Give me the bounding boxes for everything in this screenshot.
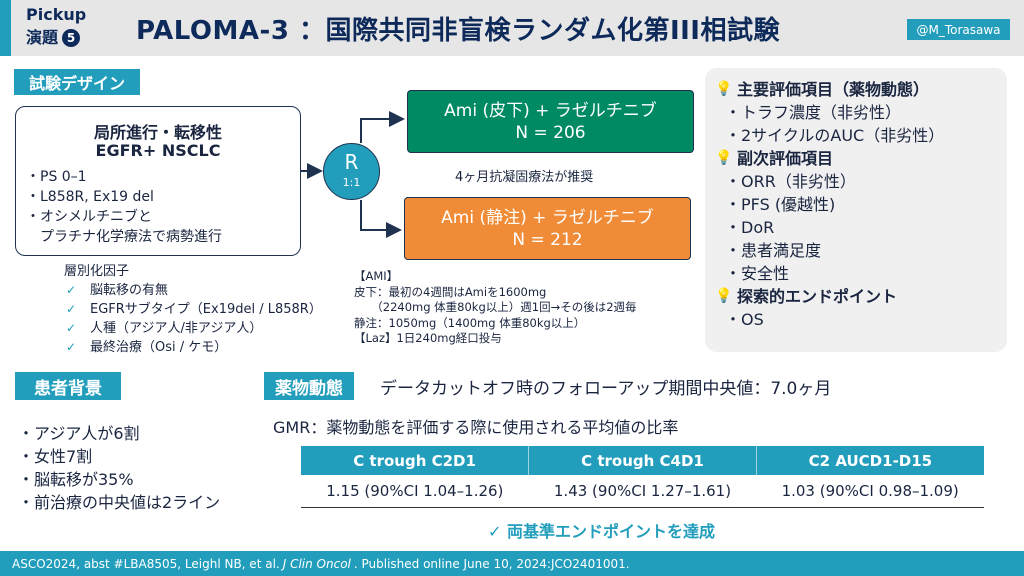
page-title: PALOMA-3 ：国際共同非盲検ランダム化第III相試験 (136, 16, 780, 46)
endpoint-group-exploratory: 💡探索的エンドポイント (715, 285, 944, 308)
stratification-item: ✓ 最終治療（Osi / ケモ） (64, 338, 322, 357)
eligibility-title-line2: EGFR+ NSCLC (95, 141, 221, 160)
citation-details: . Published online June 10, 2024:JCO2401… (353, 556, 630, 571)
pickup-label: Pickup (26, 5, 87, 24)
eligibility-item: プラチナ化学療法で病勢進行 (26, 229, 222, 245)
eligibility-criteria-list: ・PS 0–1 ・L858R, Ex19 del ・オシメルチニブと プラチナ化… (26, 167, 222, 247)
abstract-label-text: 演題 (26, 28, 59, 47)
abstract-number-badge: 5 (62, 29, 81, 47)
check-icon: ✓ (66, 340, 77, 354)
eligibility-item: ・PS 0–1 (26, 169, 87, 185)
stratification-item: ✓ 人種（アジア人/非アジア人） (64, 319, 322, 338)
header-bar: Pickup 演題 5 PALOMA-3 ：国際共同非盲検ランダム化第III相試… (0, 0, 1024, 56)
eligibility-item: ・L858R, Ex19 del (26, 189, 154, 205)
patient-item: ・脳転移が35% (18, 470, 134, 489)
table-header-cell: C trough C4D1 (528, 446, 757, 475)
stratification-item: ✓ EGFRサブタイプ（Ex19del / L858R） (64, 300, 322, 319)
arm-n: N = 212 (512, 229, 583, 250)
dosing-line: 【Laz】1日240mg経口投与 (354, 331, 502, 345)
endpoint-item: ・患者満足度 (725, 241, 822, 260)
randomization-letter: R (344, 150, 359, 174)
endpoint-group-title: 副次評価項目 (737, 149, 834, 168)
pk-results-table: C trough C2D1 C trough C4D1 C2 AUCD1-D15… (301, 446, 984, 508)
lightbulb-icon: 💡 (715, 288, 733, 304)
patient-item: ・女性7割 (18, 447, 93, 466)
lightbulb-icon: 💡 (715, 150, 733, 166)
randomization-ratio: 1:1 (342, 176, 361, 189)
endpoint-item: ・DoR (725, 218, 775, 237)
citation-footer: ASCO2024, abst #LBA8505, Leighl NB, et a… (0, 551, 1024, 576)
stratification-title: 層別化因子 (64, 264, 130, 279)
arm-label: Ami (皮下) + ラゼルチニブ (444, 100, 657, 121)
table-cell: 1.15 (90%CI 1.04–1.26) (301, 475, 529, 508)
header-accent-stripe (0, 0, 11, 56)
stratification-item-label: 脳転移の有無 (90, 283, 169, 298)
lightbulb-icon: 💡 (715, 81, 733, 97)
arm-n: N = 206 (515, 122, 586, 143)
gmr-definition: GMR：薬物動態を評価する際に使用される平均値の比率 (273, 418, 679, 437)
endpoint-item: ・PFS (優越性) (725, 195, 836, 214)
check-icon: ✓ (66, 283, 77, 297)
patient-item: ・前治療の中央値は2ライン (18, 493, 221, 512)
citation-journal: J Clin Oncol (282, 556, 351, 571)
dosing-line: 皮下：最初の4週間はAmiを1600mg (354, 284, 547, 299)
arrow-to-iv-arm (360, 200, 402, 238)
dosing-notes: 【AMI】 皮下：最初の4週間はAmiを1600mg （2240mg 体重80k… (354, 269, 637, 347)
table-header-row: C trough C2D1 C trough C4D1 C2 AUCD1-D15 (301, 446, 984, 475)
arrow-to-sc-arm (360, 111, 405, 143)
followup-note: データカットオフ時のフォローアップ期間中央値：7.0ヶ月 (380, 379, 832, 399)
endpoints-panel: 💡主要評価項目（薬物動態） ・トラフ濃度（非劣性） ・2サイクルのAUC（非劣性… (705, 68, 1007, 352)
dosing-line: 静注：1050mg（1400mg 体重80kg以上） (354, 315, 586, 330)
stratification-item-label: EGFRサブタイプ（Ex19del / L858R） (90, 302, 322, 317)
arm-label: Ami (静注) + ラゼルチニブ (441, 207, 654, 228)
check-icon: ✓ (66, 302, 77, 316)
arm-subcutaneous: Ami (皮下) + ラゼルチニブ N = 206 (407, 90, 694, 153)
randomization-node: R 1:1 (323, 143, 380, 200)
endpoint-item: ・ORR（非劣性） (725, 172, 856, 191)
endpoints-list: 💡主要評価項目（薬物動態） ・トラフ濃度（非劣性） ・2サイクルのAUC（非劣性… (715, 78, 944, 331)
endpoint-item: ・OS (725, 310, 764, 329)
stratification-item-label: 人種（アジア人/非アジア人） (90, 321, 263, 336)
section-label-pharmacokinetics: 薬物動態 (264, 372, 354, 400)
table-header-cell: C2 AUCD1-D15 (756, 446, 984, 475)
section-label-study-design: 試験デザイン (14, 69, 140, 95)
eligibility-title-line1: 局所進行・転移性 (93, 123, 222, 142)
citation-text: ASCO2024, abst #LBA8505, Leighl NB, et a… (12, 556, 280, 571)
abstract-label: 演題 5 (26, 27, 81, 49)
table-row: 1.15 (90%CI 1.04–1.26) 1.43 (90%CI 1.27–… (301, 475, 984, 508)
dosing-line: 【AMI】 (354, 269, 399, 283)
table-cell: 1.03 (90%CI 0.98–1.09) (756, 475, 984, 508)
author-handle-badge: @M_Torasawa (907, 19, 1010, 40)
section-label-patient-background: 患者背景 (15, 372, 121, 400)
eligibility-box: 局所進行・転移性 EGFR+ NSCLC ・PS 0–1 ・L858R, Ex1… (15, 106, 301, 256)
eligibility-item: ・オシメルチニブと (26, 209, 152, 225)
endpoint-group-secondary: 💡副次評価項目 (715, 147, 944, 170)
patient-background-list: ・アジア人が6割 ・女性7割 ・脳転移が35% ・前治療の中央値は2ライン (18, 422, 220, 514)
stratification-item-label: 最終治療（Osi / ケモ） (90, 340, 228, 355)
endpoints-achieved-note: ✓ 両基準エンドポイントを達成 (488, 522, 715, 541)
endpoint-group-title: 主要評価項目（薬物動態） (737, 80, 930, 99)
stratification-item: ✓ 脳転移の有無 (64, 281, 322, 300)
table-cell: 1.43 (90%CI 1.27–1.61) (528, 475, 757, 508)
dosing-line: （2240mg 体重80kg以上）週1回→その後は2週毎 (354, 300, 637, 314)
stratification-factors: 層別化因子 ✓ 脳転移の有無 ✓ EGFRサブタイプ（Ex19del / L858R… (64, 262, 322, 357)
endpoint-group-primary: 💡主要評価項目（薬物動態） (715, 78, 944, 101)
anticoagulation-note: 4ヶ月抗凝固療法が推奨 (455, 170, 594, 185)
endpoint-item: ・トラフ濃度（非劣性） (725, 103, 902, 122)
patient-item: ・アジア人が6割 (18, 424, 140, 443)
table-header-cell: C trough C2D1 (301, 446, 530, 475)
endpoint-group-title: 探索的エンドポイント (737, 287, 898, 306)
arm-intravenous: Ami (静注) + ラゼルチニブ N = 212 (404, 197, 691, 260)
endpoint-item: ・安全性 (725, 264, 790, 283)
endpoint-item: ・2サイクルのAUC（非劣性） (725, 126, 945, 145)
check-icon: ✓ (66, 321, 77, 335)
